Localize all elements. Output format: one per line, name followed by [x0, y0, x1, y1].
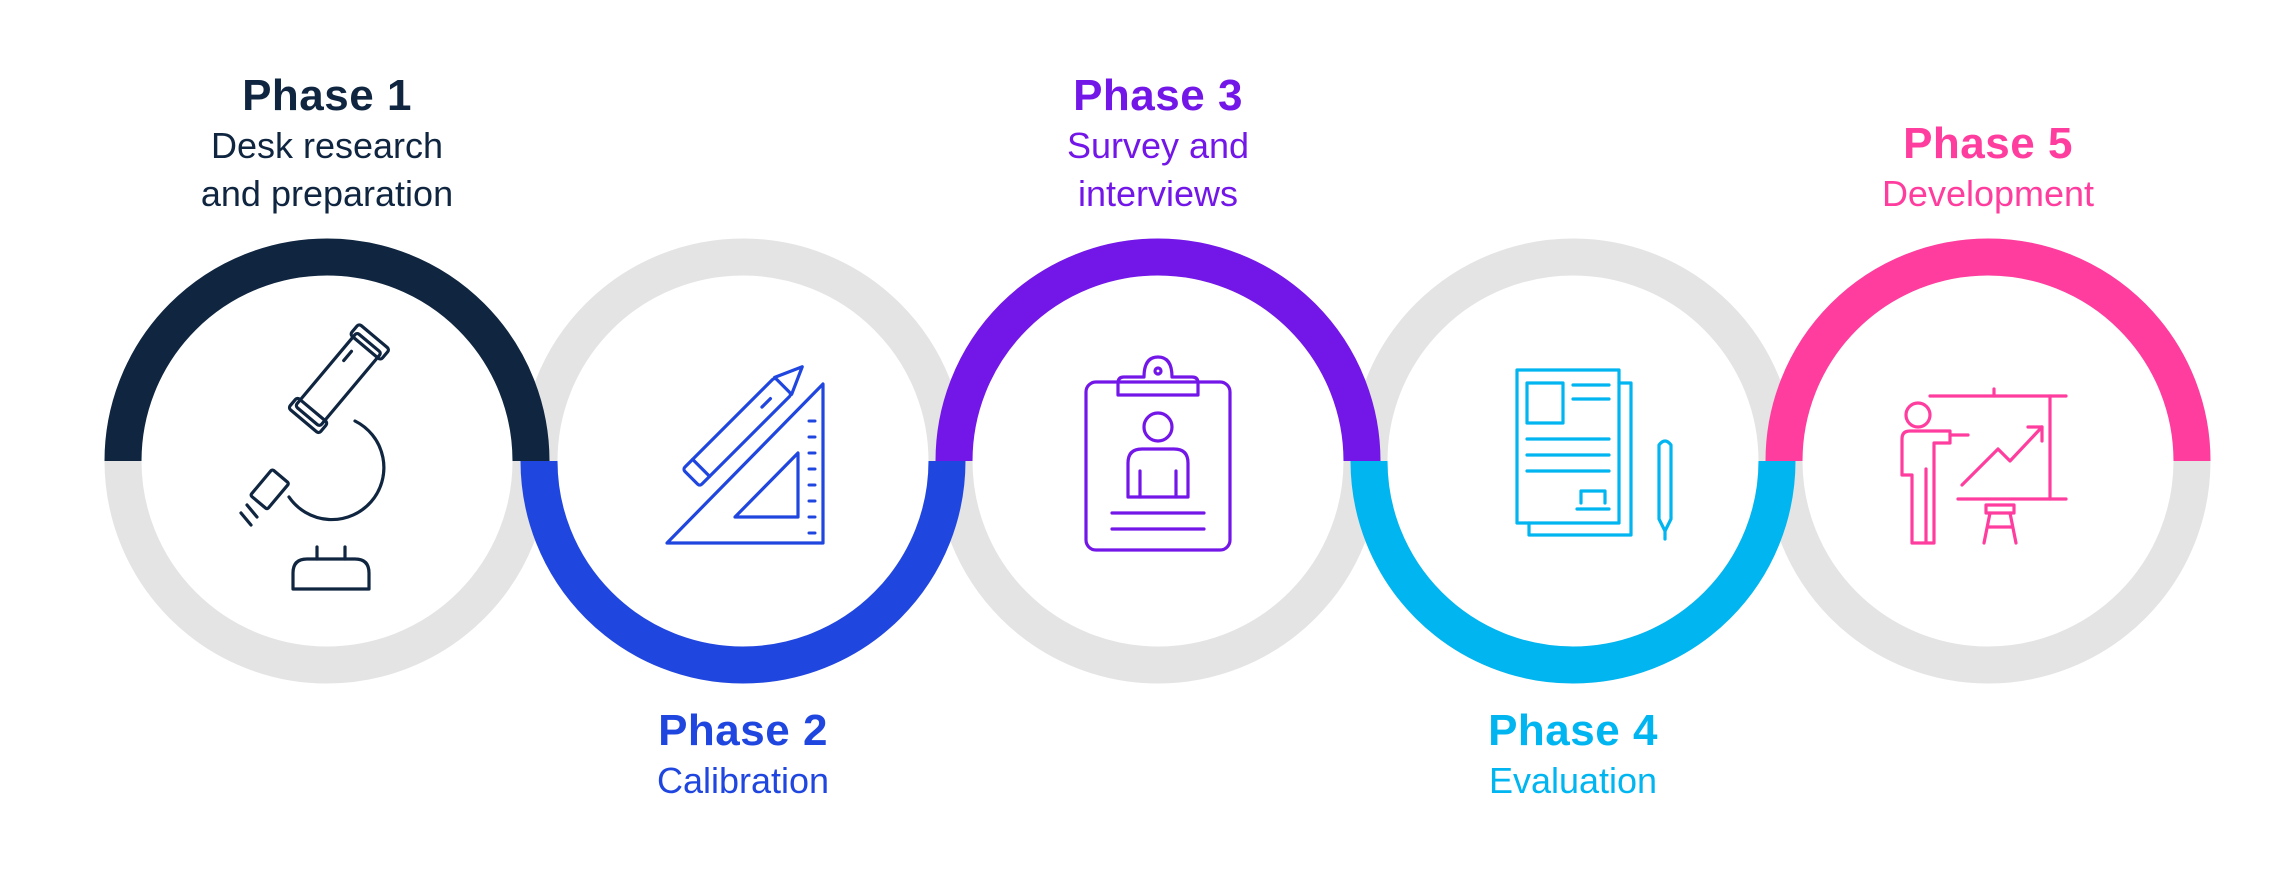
presentation-growth-icon	[1900, 387, 2068, 545]
documents-pen-icon	[1515, 368, 1673, 541]
phase-1-subtitle-line-1: Desk research	[210, 125, 444, 166]
phase-1-arc	[104, 238, 550, 462]
microscope-icon	[239, 323, 390, 591]
phase-2-arc	[520, 460, 966, 684]
phase-3-label: Phase 3 Survey and interviews	[898, 70, 1418, 218]
pencil-set-square-icon	[665, 365, 825, 545]
phase-5-title: Phase 5	[1903, 119, 2073, 168]
phase-arcs	[104, 238, 2211, 684]
phase-3-subtitle-line-2: interviews	[1077, 173, 1239, 214]
phase-3-arc	[935, 238, 1381, 462]
phase-3-title: Phase 3	[1073, 71, 1243, 120]
phase-1-label: Phase 1 Desk research and preparation	[67, 70, 587, 218]
phase-1-title: Phase 1	[242, 71, 412, 120]
clipboard-person-icon	[1084, 355, 1232, 552]
phase-5-label: Phase 5 Development	[1728, 118, 2248, 218]
phase-4-label: Phase 4 Evaluation	[1313, 705, 1833, 805]
phase-4-subtitle: Evaluation	[1488, 760, 1658, 801]
phase-5-arc	[1765, 238, 2211, 462]
background-rings	[104, 238, 2211, 684]
phase-2-label: Phase 2 Calibration	[483, 705, 1003, 805]
phase-4-arc	[1350, 460, 1796, 684]
phase-4-title: Phase 4	[1488, 706, 1658, 755]
phase-3-subtitle-line-1: Survey and	[1066, 125, 1250, 166]
phase-1-subtitle-line-2: and preparation	[200, 173, 454, 214]
phase-5-subtitle: Development	[1881, 173, 2095, 214]
phase-2-title: Phase 2	[658, 706, 828, 755]
phase-2-subtitle: Calibration	[656, 760, 830, 801]
